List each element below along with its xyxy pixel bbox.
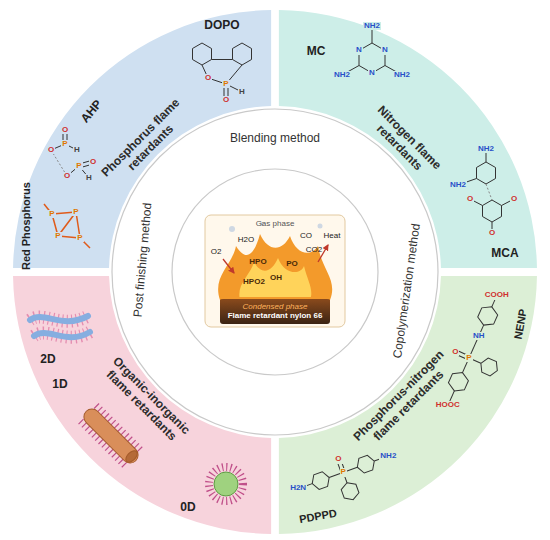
combustion-scene bbox=[205, 215, 345, 327]
category-label: Organic-inorganic flame retardants bbox=[93, 348, 199, 454]
species-label: HPO bbox=[249, 258, 266, 267]
compound-name: Red Phosphorus bbox=[20, 182, 32, 270]
atom-label: NH2 bbox=[363, 22, 381, 31]
category-label: Phosphorus flame retardants bbox=[93, 90, 199, 196]
zero-d-nanoparticle-part bbox=[214, 472, 238, 496]
atom-label: N bbox=[368, 69, 376, 78]
atom-label: P bbox=[72, 208, 79, 217]
combustion-scene-part bbox=[239, 258, 311, 300]
atom-label: NH2 bbox=[477, 145, 495, 154]
atom-label: P bbox=[54, 232, 61, 241]
phase-label: Flame retardant nylon 66 bbox=[228, 311, 323, 321]
atom-label: NH2 bbox=[393, 71, 411, 80]
atom-label: N bbox=[381, 46, 389, 55]
compound-name: DOPO bbox=[204, 19, 239, 32]
combustion-scene-part bbox=[223, 259, 234, 273]
compound-name: MC bbox=[307, 45, 326, 58]
species-label: OH bbox=[270, 274, 282, 283]
compound-name: 0D bbox=[180, 501, 195, 514]
phase-label: Condensed phase bbox=[228, 302, 323, 312]
compound-name: MCA bbox=[491, 247, 518, 260]
atom-label: P bbox=[75, 162, 82, 171]
ring-fill bbox=[112, 109, 438, 435]
atom-label: COOH bbox=[484, 291, 510, 300]
atom-label: P bbox=[340, 468, 347, 477]
method-label: Blending method bbox=[230, 132, 320, 145]
species-label: PO bbox=[286, 260, 298, 269]
combustion-scene-part bbox=[218, 234, 332, 300]
atom-label: P bbox=[61, 140, 68, 149]
atom-label: P bbox=[222, 80, 229, 89]
atom-label: H bbox=[73, 146, 81, 155]
species-label: Heat bbox=[324, 232, 341, 241]
species-label: H2O bbox=[238, 236, 254, 245]
species-label: CO2 bbox=[306, 246, 322, 255]
compound-name: 1D bbox=[52, 378, 67, 391]
method-ring: Blending methodCopolymerization method Po… bbox=[112, 109, 438, 435]
atom-label: NH2 bbox=[449, 181, 467, 190]
atom-label: H bbox=[238, 88, 246, 97]
combustion-scene-part bbox=[229, 226, 235, 232]
atom-label: N bbox=[355, 46, 363, 55]
atom-label: P bbox=[465, 354, 472, 363]
dopo-structure-part bbox=[212, 59, 233, 60]
atom-label: NH2 bbox=[379, 452, 397, 461]
atom-label: HOOC bbox=[435, 401, 461, 410]
atom-label: O bbox=[222, 96, 230, 105]
atom-label: H2N bbox=[289, 484, 307, 493]
atom-label: NH2 bbox=[333, 71, 351, 80]
species-label: O2 bbox=[211, 248, 222, 257]
atom-label: O bbox=[334, 455, 342, 464]
atom-label: P bbox=[76, 234, 83, 243]
atom-label: H bbox=[85, 174, 93, 183]
atom-label: O bbox=[510, 195, 518, 204]
condensed-phase-block: Condensed phaseFlame retardant nylon 66 bbox=[220, 297, 331, 324]
category-label: Nitrogen flame retardants bbox=[351, 90, 457, 196]
species-label: HPO2 bbox=[243, 278, 265, 287]
atom-label: O bbox=[451, 348, 459, 357]
atom-label: O bbox=[63, 172, 71, 181]
atom-label: O bbox=[47, 146, 55, 155]
atom-label: NH bbox=[472, 332, 486, 341]
combustion-scene-part bbox=[205, 215, 345, 327]
species-label: Gas phase bbox=[256, 220, 295, 229]
compound-name: 2D bbox=[40, 353, 55, 366]
method-label: Post finishing method bbox=[131, 203, 154, 318]
method-label: Copolymerization method bbox=[391, 222, 423, 359]
atom-label: P bbox=[48, 210, 55, 219]
ring-shape bbox=[112, 109, 438, 435]
combustion-scene-part bbox=[318, 224, 323, 229]
atom-label: O bbox=[466, 195, 474, 204]
species-label: CO bbox=[300, 232, 312, 241]
atom-label: O bbox=[488, 229, 496, 238]
atom-label: O bbox=[61, 126, 69, 135]
atom-label: O bbox=[204, 74, 212, 83]
atom-label: O bbox=[89, 158, 97, 167]
